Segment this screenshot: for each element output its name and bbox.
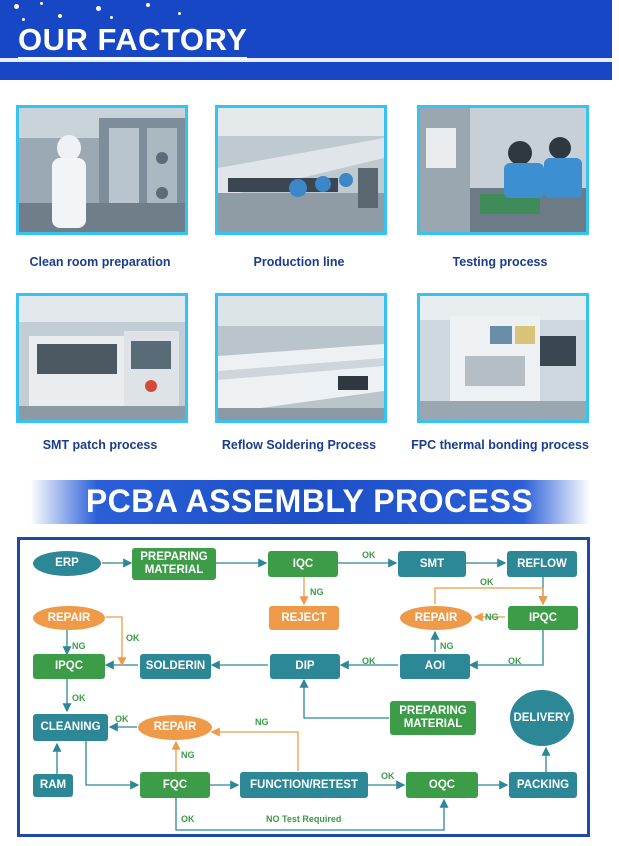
node-repair-top-right: REPAIR	[400, 606, 472, 630]
label-ok: OK	[480, 577, 494, 587]
photo-production-line	[215, 105, 387, 235]
arrow-cleaning-fqc	[85, 741, 140, 790]
node-preparing-material-2: PREPARING MATERIAL	[390, 701, 476, 735]
node-ipqc-left: IPQC	[33, 654, 105, 679]
decor-dot	[22, 18, 25, 21]
node-fqc: FQC	[140, 772, 210, 798]
decor-dot	[110, 16, 113, 19]
node-repair-cleaning: REPAIR	[138, 715, 212, 740]
decor-dot	[178, 12, 181, 15]
node-ram: RAM	[33, 774, 73, 797]
label-ok: OK	[508, 656, 522, 666]
arrow-prep2-dip	[299, 678, 389, 719]
decor-dot	[58, 14, 62, 18]
node-cleaning: CLEANING	[33, 714, 108, 741]
node-dip: DIP	[270, 654, 340, 679]
label-ng: NG	[72, 641, 86, 651]
node-smt: SMT	[398, 551, 466, 577]
clean-room-image	[19, 108, 185, 232]
label-ng: NG	[485, 612, 499, 622]
label-ng: NG	[181, 750, 195, 760]
node-ipqc-right: IPQC	[508, 606, 578, 630]
section-title: PCBA ASSEMBLY PROCESS	[85, 483, 534, 519]
node-aoi: AOI	[400, 654, 470, 679]
label-ng: NG	[310, 587, 324, 597]
caption-production-line: Production line	[253, 255, 345, 269]
header-bar: OUR FACTORY	[0, 0, 612, 80]
label-ok: OK	[362, 550, 376, 560]
caption-reflow: Reflow Soldering Process	[221, 438, 377, 452]
node-oqc: OQC	[406, 772, 478, 798]
photo-clean-room	[16, 105, 188, 235]
smt-image	[19, 296, 185, 420]
label-ok: OK	[72, 693, 86, 703]
node-erp: ERP	[33, 551, 101, 576]
caption-smt: SMT patch process	[42, 438, 158, 452]
node-function-retest: FUNCTION/RETEST	[240, 772, 368, 798]
photo-fpc	[417, 293, 589, 423]
node-reject: REJECT	[269, 606, 339, 630]
node-delivery: DELIVERY	[510, 690, 574, 746]
label-ok: OK	[126, 633, 140, 643]
label-ok: OK	[181, 814, 195, 824]
photo-smt	[16, 293, 188, 423]
page-title: OUR FACTORY	[18, 24, 248, 60]
node-packing: PACKING	[509, 772, 577, 798]
banner-background	[30, 480, 590, 524]
label-ok: OK	[381, 771, 395, 781]
production-line-image	[218, 108, 384, 232]
header-stripe	[0, 58, 612, 62]
arrow-repair-solderin	[106, 616, 127, 667]
fpc-image	[420, 296, 586, 420]
caption-fpc: FPC thermal bonding process	[411, 438, 589, 452]
decor-dot	[146, 3, 150, 7]
reflow-image	[218, 296, 384, 420]
arrow-fqc-oqc	[175, 798, 449, 831]
arrow-function-repair	[210, 727, 299, 771]
node-repair-top-left: REPAIR	[33, 606, 105, 630]
label-ok: OK	[115, 714, 129, 724]
node-iqc: IQC	[268, 551, 338, 577]
decor-dot	[14, 4, 19, 9]
photo-reflow	[215, 293, 387, 423]
node-solderin: SOLDERIN	[140, 654, 211, 679]
caption-clean-room: Clean room preparation	[29, 255, 171, 269]
label-ng: NG	[255, 717, 269, 727]
arrow-repair-ipqc-r	[434, 587, 548, 606]
decor-dot	[40, 2, 43, 5]
node-preparing-material: PREPARING MATERIAL	[132, 548, 216, 580]
label-no-test-required: NO Test Required	[266, 814, 342, 824]
label-ng: NG	[440, 641, 454, 651]
caption-testing: Testing process	[452, 255, 548, 269]
testing-image	[420, 108, 586, 232]
label-ok: OK	[362, 656, 376, 666]
node-reflow: REFLOW	[507, 551, 577, 577]
photo-testing	[417, 105, 589, 235]
arrow-ipqc-aoi	[468, 630, 544, 670]
decor-dot	[96, 6, 101, 11]
